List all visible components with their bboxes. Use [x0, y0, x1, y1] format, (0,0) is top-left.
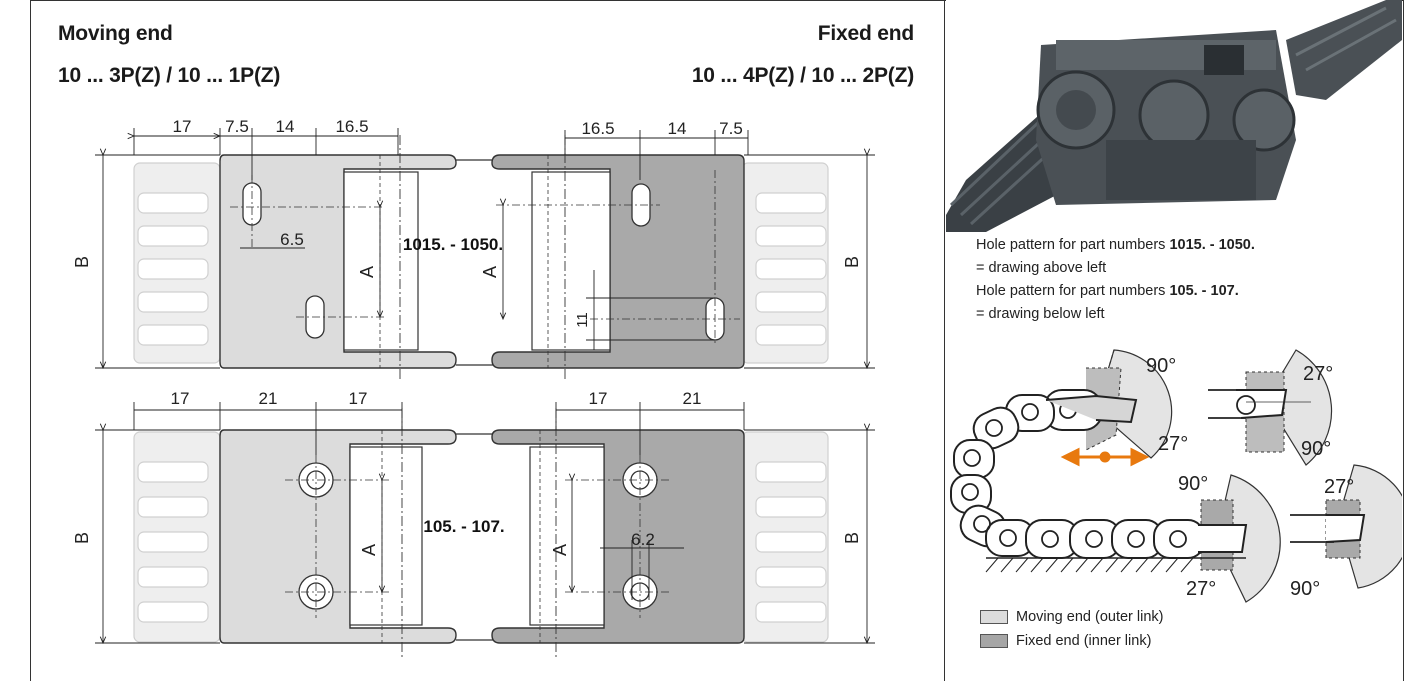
dim-7-5: 7.5 [225, 117, 249, 136]
bottom-drawing: 17 21 17 17 21 6.2 B B A A 105. - 107. [72, 389, 875, 660]
angle-90-fixed-right: 90° [1290, 578, 1320, 600]
legend-fixed: Fixed end (inner link) [980, 633, 1151, 649]
info-line3-prefix: Hole pattern for part numbers [976, 283, 1170, 299]
legend-swatch-moving [980, 610, 1008, 624]
legend-swatch-fixed [980, 634, 1008, 648]
legend-label-moving: Moving end (outer link) [1016, 609, 1164, 625]
label-b-left: B [72, 256, 92, 268]
hole-pattern-info: Hole pattern for part numbers 1015. - 10… [976, 234, 1255, 326]
technical-drawing: 17 7.5 14 16.5 16.5 14 7.5 6.5 B B A A 1… [72, 117, 875, 660]
dim-6-2: 6.2 [631, 530, 655, 549]
part-label-bottom: 105. - 107. [423, 517, 504, 536]
angle-90-top: 90° [1146, 355, 1176, 377]
dim-11: 11 [574, 312, 591, 328]
angle-90-fixed: 90° [1178, 473, 1208, 495]
info-line2: = drawing above left [976, 260, 1107, 276]
dim-16-5: 16.5 [335, 117, 368, 136]
dim-16-5-right: 16.5 [581, 119, 614, 138]
top-drawing: 17 7.5 14 16.5 16.5 14 7.5 6.5 B B A A 1… [72, 117, 875, 380]
angle-27-fixed-right: 27° [1324, 476, 1354, 498]
info-line4: = drawing below left [976, 306, 1105, 322]
label-a-right-bottom: A [550, 544, 570, 556]
label-b-right: B [842, 256, 862, 268]
column-divider [944, 0, 945, 681]
fixed-end-title: Fixed end [817, 22, 914, 45]
angle-27-fixed: 27° [1186, 578, 1216, 600]
label-a-left-bottom: A [359, 544, 379, 556]
legend-label-fixed: Fixed end (inner link) [1016, 633, 1152, 649]
moving-end-title: Moving end [58, 22, 173, 45]
dim-21-bottom: 21 [259, 389, 278, 408]
fixed-end-parts: 10 ... 4P(Z) / 10 ... 2P(Z) [691, 64, 914, 87]
info-line3-bold: 105. - 107. [1169, 283, 1239, 299]
moving-end-parts: 10 ... 3P(Z) / 10 ... 1P(Z) [58, 64, 281, 87]
label-b-right-bottom: B [842, 532, 862, 544]
chain-photo [946, 0, 1402, 232]
dim-17: 17 [173, 117, 192, 136]
angle-90-right: 90° [1301, 438, 1331, 460]
legend-moving: Moving end (outer link) [980, 609, 1164, 625]
part-label-top: 1015. - 1050. [403, 235, 503, 254]
dim-17-bottom: 17 [171, 389, 190, 408]
dim-21-bottom-right: 21 [683, 389, 702, 408]
dim-14: 14 [276, 117, 295, 136]
info-line1-bold: 1015. - 1050. [1169, 237, 1255, 253]
label-b-left-bottom: B [72, 532, 92, 544]
dim-6-5: 6.5 [280, 230, 304, 249]
dim-7-5-right: 7.5 [719, 119, 743, 138]
dim-14-right: 14 [668, 119, 687, 138]
angle-27-right: 27° [1303, 363, 1333, 385]
page-frame [30, 0, 1404, 681]
angle-diagram: 90° 27° 27° 90° 90° 27° 27° 90° [950, 349, 1402, 603]
angle-27-top: 27° [1158, 433, 1188, 455]
label-a-left: A [357, 266, 377, 278]
info-line1-prefix: Hole pattern for part numbers [976, 237, 1170, 253]
dim-17-bottom-2: 17 [349, 389, 368, 408]
dim-17-bottom-right: 17 [589, 389, 608, 408]
label-a-right: A [480, 266, 500, 278]
